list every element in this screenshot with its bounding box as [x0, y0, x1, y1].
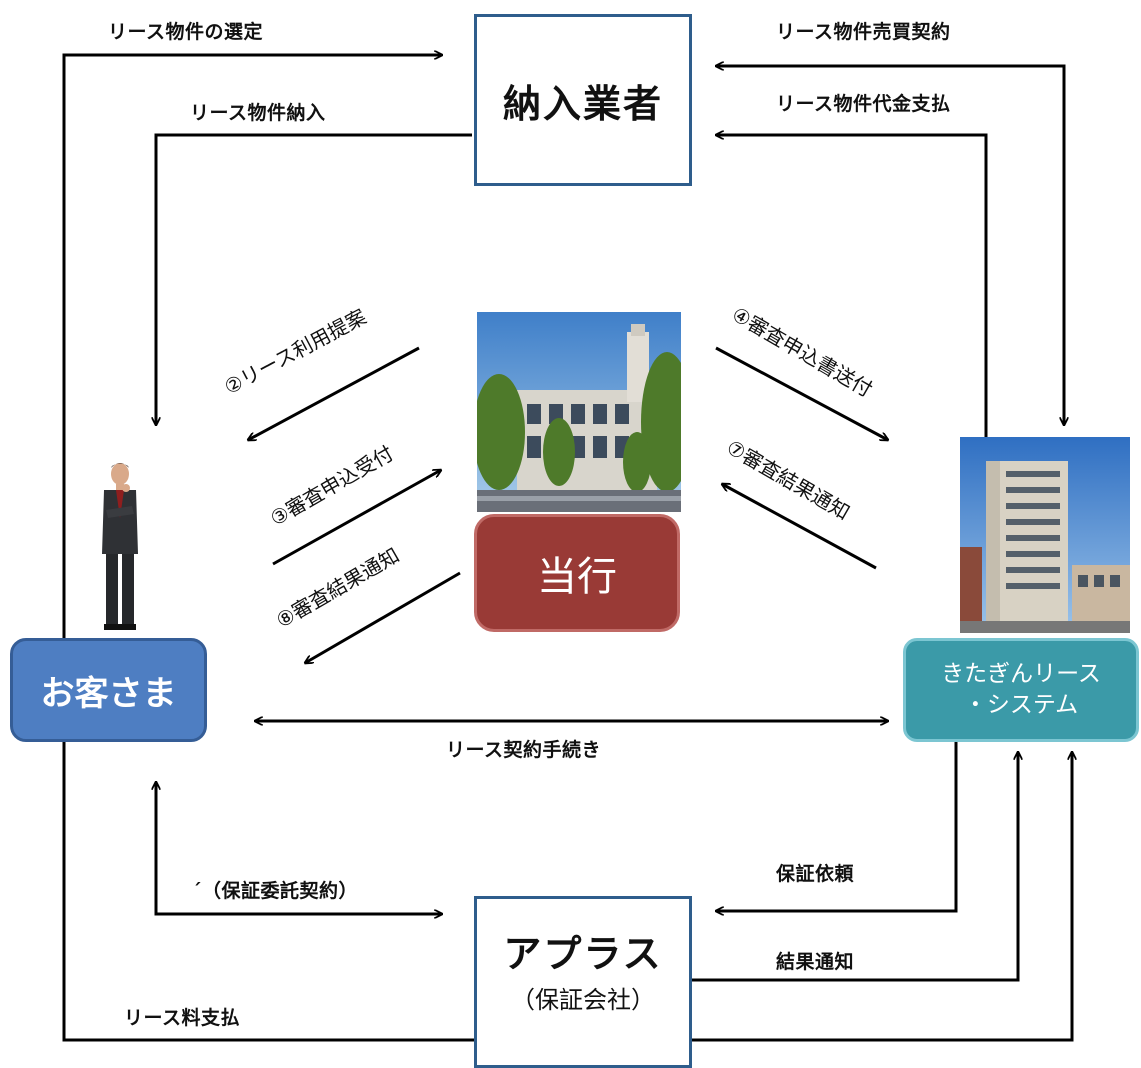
supplier-box: 納入業者	[474, 14, 692, 186]
arrow-result-to-customer	[305, 571, 461, 663]
lease-company-building-image	[960, 437, 1130, 633]
arrow-payment	[716, 135, 988, 437]
arrow-selection	[62, 55, 442, 640]
bank-building-image	[477, 312, 681, 512]
supplier-title: 納入業者	[502, 81, 663, 126]
arrow-result-to-bank	[722, 484, 877, 570]
arrow-application-received	[272, 470, 441, 566]
lease-company-node: きたぎんリース ・システム	[903, 638, 1139, 742]
customer-node: お客さま	[10, 638, 207, 742]
guarantor-box: アプラス （保証会社）	[474, 896, 692, 1068]
arrow-proposal	[248, 346, 420, 440]
customer-label: お客さま	[40, 673, 177, 714]
guarantor-subtitle: （保証会社）	[511, 986, 655, 1014]
label-lease-payment: リース料支払	[124, 1007, 241, 1029]
label-guarantee-request: 保証依頼	[776, 863, 855, 885]
arrow-result-notice	[692, 752, 1018, 982]
bank-node: 当行	[474, 514, 680, 632]
bank-label: 当行	[537, 554, 617, 600]
customer-person-image	[92, 458, 148, 634]
lease-company-label-line2: ・システム	[963, 692, 1079, 718]
label-selection: リース物件の選定	[108, 21, 264, 43]
label-payment: リース物件代金支払	[776, 93, 951, 115]
arrow-delivery	[156, 133, 472, 425]
label-result-notice: 結果通知	[776, 951, 855, 973]
label-delivery: リース物件納入	[190, 102, 326, 124]
lease-company-label-line1: きたぎんリース	[941, 661, 1101, 687]
arrow-sales-contract	[716, 66, 1064, 425]
arrow-guarantee-request	[716, 742, 958, 911]
arrow-application-sent	[715, 346, 888, 440]
guarantor-title: アプラス	[503, 932, 663, 976]
label-lease-procedure: リース契約手続き	[446, 739, 602, 761]
label-sales-contract: リース物件売買契約	[776, 21, 951, 43]
label-guarantee-contract: ´（保証委託契約）	[192, 880, 359, 902]
arrow-guarantee-contract	[156, 782, 442, 914]
